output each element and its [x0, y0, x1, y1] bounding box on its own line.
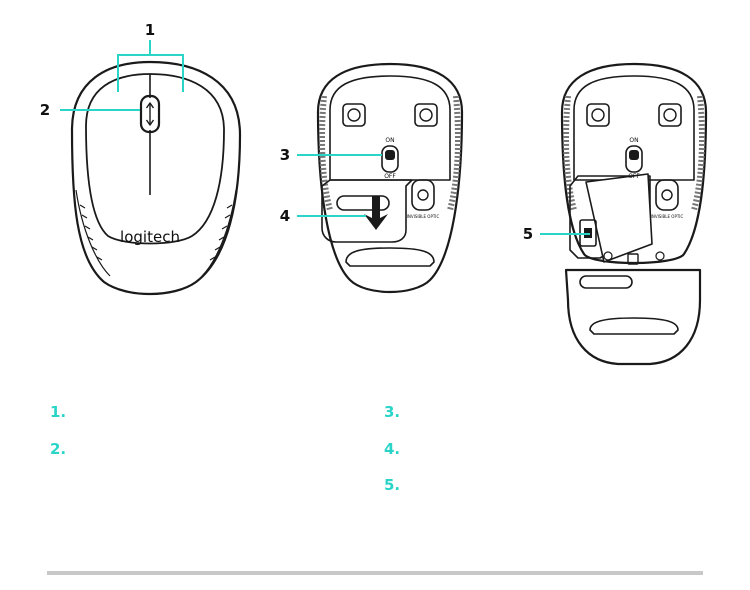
callout-2-label: 2	[40, 101, 50, 119]
legend-item-2: 2.	[50, 440, 67, 458]
legend-item-3: 3.	[384, 403, 401, 421]
mouse-diagram: logitech 1 2 ON OFF INVISIBL	[40, 21, 708, 366]
switch-off-text: OFF	[384, 173, 396, 180]
brand-logo: logitech	[120, 228, 180, 246]
legend-item-1: 1.	[50, 403, 67, 421]
mouse-top-view	[70, 60, 242, 296]
callout-1-bracket	[117, 40, 184, 92]
legend-item-4: 4.	[384, 440, 401, 458]
mouse-open-view	[560, 62, 708, 366]
callout-3-label: 3	[280, 146, 290, 164]
callout-1-label: 1	[145, 21, 155, 39]
switch-on-text-2: ON	[629, 137, 638, 144]
footer-divider	[47, 571, 703, 575]
switch-on-text: ON	[385, 137, 394, 144]
legend-item-5: 5.	[384, 476, 401, 494]
sensor-text-2: INVISIBLE OPTIC	[651, 214, 684, 219]
switch-off-text-2: OFF	[628, 173, 640, 180]
callout-5-label: 5	[523, 225, 533, 243]
callout-4-label: 4	[280, 207, 290, 225]
sensor-text: INVISIBLE OPTIC	[407, 214, 440, 219]
mouse-bottom-view	[316, 62, 464, 294]
